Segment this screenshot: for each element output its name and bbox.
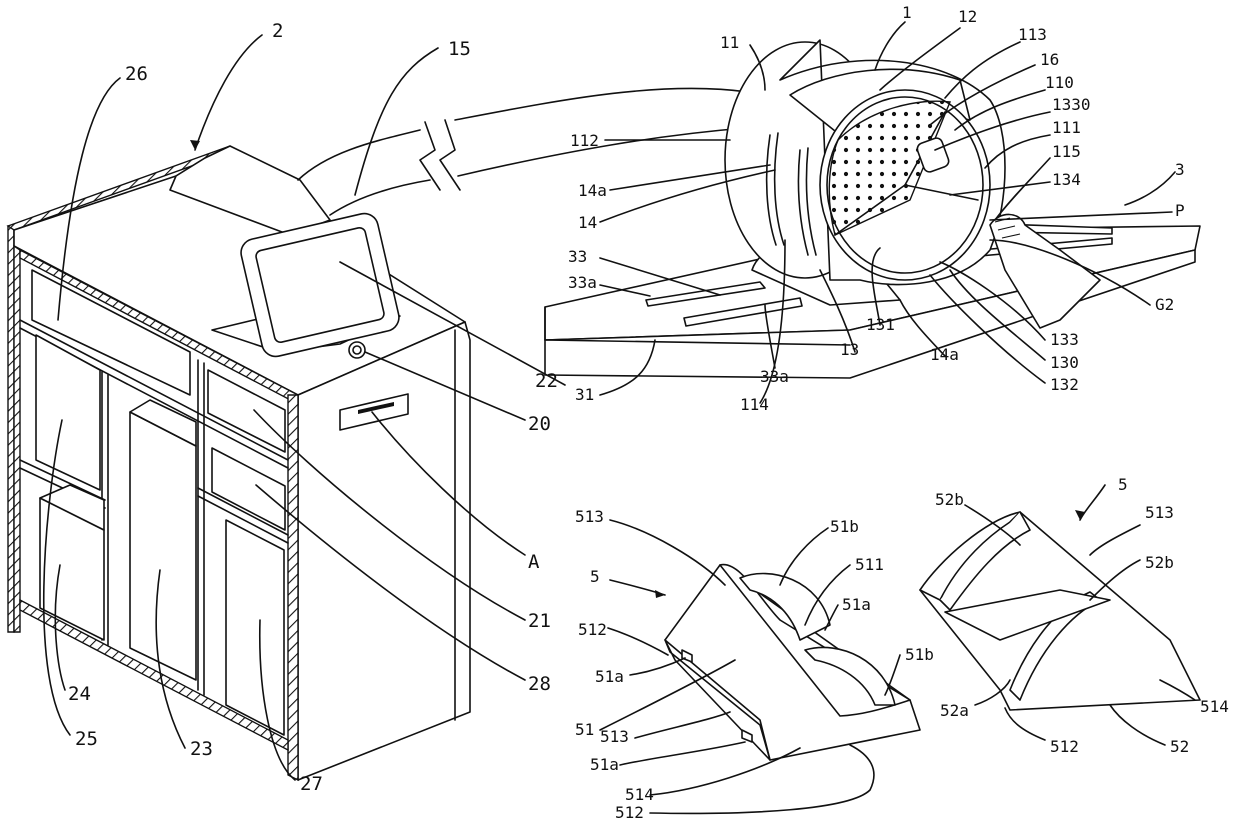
label-512-left: 512 — [578, 620, 607, 639]
label-27: 27 — [300, 773, 323, 795]
label-24: 24 — [68, 683, 91, 705]
label-21: 21 — [528, 610, 551, 632]
label-133: 133 — [1050, 330, 1079, 349]
label-23: 23 — [190, 738, 213, 760]
label-5-right: 5 — [1118, 475, 1128, 494]
label-14a-bottom: 14a — [930, 345, 959, 364]
label-112: 112 — [570, 131, 599, 150]
label-514-right: 514 — [1200, 697, 1229, 716]
pad-52 — [920, 512, 1200, 710]
label-51a-top: 51a — [842, 595, 871, 614]
label-51a-bottom: 51a — [590, 755, 619, 774]
label-P: P — [1175, 201, 1185, 220]
label-110: 110 — [1045, 73, 1074, 92]
label-52a: 52a — [940, 701, 969, 720]
label-111: 111 — [1052, 118, 1081, 137]
label-11: 11 — [720, 33, 739, 52]
label-511: 511 — [855, 555, 884, 574]
label-513-bottom: 513 — [600, 727, 629, 746]
label-514-left: 514 — [625, 785, 654, 804]
label-33a-left: 33a — [568, 273, 597, 292]
label-33: 33 — [568, 247, 587, 266]
label-16: 16 — [1040, 50, 1059, 69]
label-2: 2 — [272, 20, 283, 42]
label-31: 31 — [575, 385, 594, 404]
label-131: 131 — [866, 315, 895, 334]
label-14a-top: 14a — [578, 181, 607, 200]
label-G2: G2 — [1155, 295, 1174, 314]
label-51: 51 — [575, 720, 594, 739]
label-52: 52 — [1170, 737, 1189, 756]
label-51b-top: 51b — [830, 517, 859, 536]
label-134: 134 — [1052, 170, 1081, 189]
label-20: 20 — [528, 413, 551, 435]
pad-51 — [665, 565, 920, 760]
label-113: 113 — [1018, 25, 1047, 44]
label-513-right: 513 — [1145, 503, 1174, 522]
label-132: 132 — [1050, 375, 1079, 394]
label-15: 15 — [448, 38, 471, 60]
label-130: 130 — [1050, 353, 1079, 372]
label-51a-mid: 51a — [595, 667, 624, 686]
label-5-left: 5 — [590, 567, 600, 586]
label-512-right: 512 — [1050, 737, 1079, 756]
label-115: 115 — [1052, 142, 1081, 161]
label-26: 26 — [125, 63, 148, 85]
label-33a-bottom: 33a — [760, 367, 789, 386]
label-513-left: 513 — [575, 507, 604, 526]
label-25: 25 — [75, 728, 98, 750]
label-52b-top: 52b — [935, 490, 964, 509]
label-3: 3 — [1175, 160, 1185, 179]
label-28: 28 — [528, 673, 551, 695]
label-22: 22 — [535, 370, 558, 392]
label-114: 114 — [740, 395, 769, 414]
label-12: 12 — [958, 7, 977, 26]
label-52b-mid: 52b — [1145, 553, 1174, 572]
label-51b-bottom: 51b — [905, 645, 934, 664]
label-512-bottom: 512 — [615, 803, 644, 822]
label-14: 14 — [578, 213, 597, 232]
label-1: 1 — [902, 3, 912, 22]
label-13: 13 — [840, 340, 859, 359]
label-A: A — [528, 551, 540, 573]
label-1330: 1330 — [1052, 95, 1091, 114]
cabinet — [8, 88, 748, 780]
